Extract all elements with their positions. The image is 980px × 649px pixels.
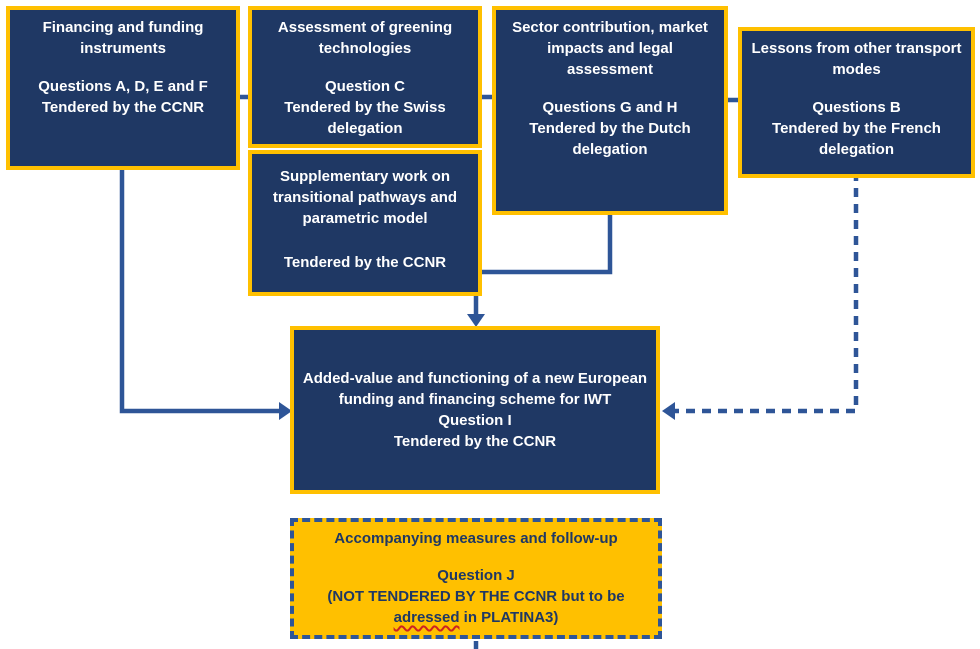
note-prefix: (NOT TENDERED BY THE CCNR but to be bbox=[327, 587, 625, 605]
box-sector-contribution: Sector contribution, market impacts and … bbox=[492, 6, 728, 215]
box-questions: Question I bbox=[438, 412, 512, 429]
arrow-sector-to-scheme-line bbox=[473, 210, 613, 315]
box-lessons-transport-modes: Lessons from other transport modes Quest… bbox=[738, 27, 975, 178]
box-accompanying-measures: Accompanying measures and follow-up Ques… bbox=[290, 518, 662, 639]
box-title: Accompanying measures and follow-up bbox=[334, 530, 618, 547]
box-questions: Questions A, D, E and F bbox=[38, 77, 208, 95]
box-title: Supplementary work on transitional pathw… bbox=[272, 168, 458, 227]
box-financing-instruments: Financing and funding instruments Questi… bbox=[6, 6, 240, 170]
box-title: Added-value and functioning of a new Eur… bbox=[302, 370, 648, 408]
box-funding-scheme: Added-value and functioning of a new Eur… bbox=[290, 326, 660, 494]
box-note: (NOT TENDERED BY THE CCNR but to be adre… bbox=[302, 586, 650, 628]
box-title: Lessons from other transport modes bbox=[751, 40, 962, 78]
arrow-left-icon bbox=[662, 402, 675, 420]
note-misspelled-word: adressed bbox=[393, 608, 460, 626]
box-greening-technologies: Assessment of greening technologies Ques… bbox=[248, 6, 482, 148]
box-questions: Question C bbox=[324, 77, 405, 95]
box-title: Sector contribution, market impacts and … bbox=[512, 19, 708, 78]
box-questions: Question J bbox=[437, 566, 515, 584]
arrow-right-icon bbox=[279, 402, 292, 420]
box-tender: Tendered by the CCNR bbox=[41, 98, 205, 116]
box-title: Assessment of greening technologies bbox=[277, 19, 453, 57]
box-tender: Tendered by the CCNR bbox=[283, 253, 447, 271]
arrow-lessons-to-scheme-line bbox=[674, 172, 859, 414]
note-suffix: in PLATINA3) bbox=[463, 608, 559, 626]
box-tender: Tendered by the CCNR bbox=[393, 433, 557, 450]
box-title: Financing and funding instruments bbox=[42, 19, 204, 57]
box-tender: Tendered by the French delegation bbox=[772, 119, 941, 158]
arrow-down-icon bbox=[467, 314, 485, 327]
box-tender: Tendered by the Swiss delegation bbox=[284, 98, 446, 137]
box-questions: Questions B bbox=[812, 98, 901, 116]
box-tender: Tendered by the Dutch delegation bbox=[529, 119, 691, 158]
box-supplementary-work: Supplementary work on transitional pathw… bbox=[248, 150, 482, 296]
box-questions: Questions G and H bbox=[542, 98, 678, 116]
arrow-financing-to-scheme-line bbox=[119, 164, 280, 414]
